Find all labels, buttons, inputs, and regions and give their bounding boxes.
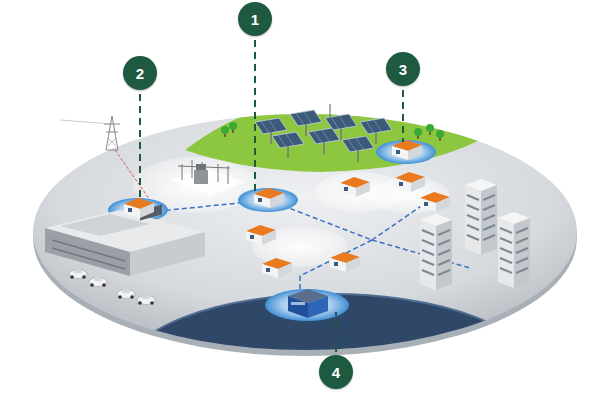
callout-number: 3 — [386, 52, 420, 86]
callout-number: 4 — [319, 355, 353, 389]
callout-number: 2 — [123, 56, 157, 90]
callout-number: 1 — [238, 2, 272, 36]
